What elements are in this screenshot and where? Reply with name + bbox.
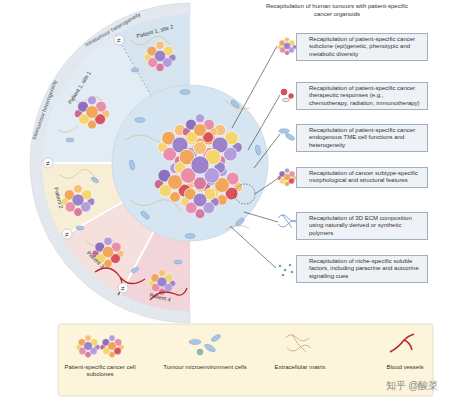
callout-icons bbox=[277, 37, 298, 276]
inequality-sign: ≠ bbox=[46, 160, 50, 167]
inequality-sign: ≠ bbox=[117, 37, 121, 44]
organoid-backdrop bbox=[112, 85, 268, 241]
callout-text: Recapitulation of niche-specific soluble… bbox=[309, 258, 424, 280]
organoid-tme-cells bbox=[129, 90, 261, 239]
callout-text: Recapitulation of 3D ECM composition usi… bbox=[309, 215, 424, 237]
diagram-title: Recapitulation of human tumours with pat… bbox=[262, 3, 412, 18]
callout-box: Recapitulation of cancer subtype-specifi… bbox=[296, 167, 428, 188]
organoid bbox=[154, 114, 242, 219]
wedge-patient4 bbox=[121, 232, 190, 311]
callout-box: Recapitulation of patient-specific cance… bbox=[296, 33, 428, 61]
legend-text: Extracellular matrix bbox=[258, 364, 342, 371]
callout-text: Recapitulation of patient-specific cance… bbox=[309, 36, 424, 58]
organoid-fibers bbox=[125, 100, 250, 230]
legend-box bbox=[58, 324, 433, 396]
callout-text: Recapitulation of cancer subtype-specifi… bbox=[309, 170, 424, 185]
legend-icons bbox=[76, 334, 414, 358]
inequality-badges bbox=[43, 35, 128, 293]
wedge-blood-vessel bbox=[95, 268, 187, 300]
callout-box: Recapitulation of patient-specific cance… bbox=[296, 124, 428, 152]
inequality-sign: ≠ bbox=[65, 231, 69, 238]
callout-text: Recapitulation of patient-specific cance… bbox=[309, 127, 424, 149]
callout-box: Recapitulation of patient-specific cance… bbox=[296, 82, 428, 110]
zoom-circle bbox=[235, 184, 255, 204]
legend-text: Tumour microenvironment cells bbox=[163, 364, 247, 371]
leader-lines bbox=[230, 46, 280, 268]
callout-text: Recapitulation of patient-specific cance… bbox=[309, 85, 424, 107]
callout-box: Recapitulation of 3D ECM composition usi… bbox=[296, 212, 428, 240]
legend-text: Blood vessels bbox=[363, 364, 447, 371]
callout-box: Recapitulation of niche-specific soluble… bbox=[296, 255, 428, 283]
watermark: 知乎 @酸菜 bbox=[386, 381, 439, 391]
inequality-sign: ≠ bbox=[121, 285, 125, 292]
legend-text: Patient-specific cancer cell subclones bbox=[58, 364, 142, 378]
